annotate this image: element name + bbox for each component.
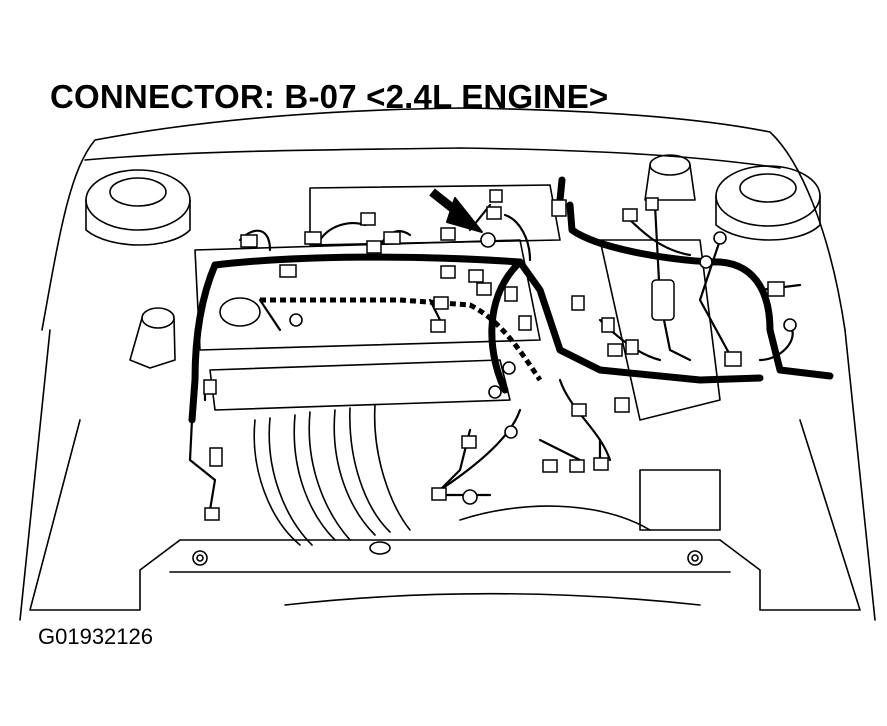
mounting-holes: [192, 550, 703, 566]
connector: [645, 197, 659, 211]
connector: [622, 208, 638, 222]
connector-b07: [480, 232, 496, 248]
ground-terminal: [488, 385, 502, 399]
connector: [240, 234, 258, 248]
engine-block: [194, 184, 721, 555]
connector: [468, 269, 484, 283]
connector: [518, 315, 532, 331]
connector: [431, 487, 447, 501]
left-strut-tower: [85, 169, 191, 246]
connector: [430, 319, 446, 333]
wiring-harness: [188, 176, 834, 512]
connector: [614, 397, 630, 413]
connector: [542, 459, 558, 473]
connector: [204, 507, 220, 521]
connector: [383, 231, 401, 245]
connector: [279, 264, 297, 278]
connector: [593, 457, 609, 471]
ground-terminal: [289, 313, 303, 327]
ground-terminal: [504, 425, 518, 439]
connector: [571, 295, 585, 311]
connector: [724, 351, 742, 367]
connector: [551, 199, 567, 217]
connector: [489, 189, 503, 203]
engine-bay-outline: [19, 107, 876, 621]
connector: [504, 286, 518, 302]
connector: [486, 206, 502, 220]
connector: [440, 227, 456, 241]
ground-terminal: [699, 255, 713, 269]
connector: [433, 296, 449, 310]
connector: [366, 240, 382, 254]
connector: [571, 403, 587, 417]
pointer-arrow-icon: [429, 188, 496, 248]
right-reservoir: [644, 154, 696, 201]
connector: [209, 447, 223, 467]
connectors: [203, 189, 785, 521]
ground-terminal: [713, 231, 727, 245]
connector: [601, 317, 615, 333]
connector: [440, 265, 456, 279]
ground-terminals: [289, 231, 797, 505]
connector: [607, 343, 623, 357]
ground-terminal: [462, 489, 478, 505]
figure-id: G01932126: [38, 624, 153, 649]
ground-terminal: [783, 318, 797, 332]
connector: [360, 212, 376, 226]
connector: [767, 281, 785, 297]
connector: [625, 339, 639, 355]
right-strut-tower: [715, 165, 821, 241]
ground-terminal: [502, 361, 516, 375]
connector: [304, 231, 322, 245]
left-reservoir: [129, 307, 176, 369]
relay-box: [651, 279, 675, 321]
connector: [461, 435, 477, 449]
connector: [203, 379, 217, 395]
connector: [569, 459, 585, 473]
connector: [476, 282, 492, 296]
